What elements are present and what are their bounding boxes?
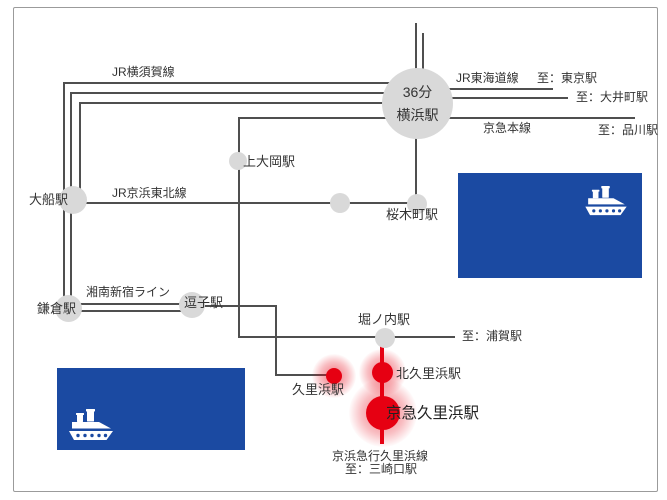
map-border — [13, 7, 658, 492]
line-horinouchi-to-uraga — [238, 336, 455, 338]
station-node-zushi — [179, 292, 205, 318]
hub-travel-time: 36分 — [402, 84, 433, 100]
label-line-jr-tokaido: JR東海道線 — [456, 71, 519, 85]
station-node-kamioka — [229, 152, 247, 170]
line-jr-yokosuka-horizontal — [63, 82, 418, 84]
label-dest-misakiguchi: 至：三崎口駅 — [344, 462, 417, 476]
label-station-kamakura: 鎌倉駅 — [37, 301, 77, 316]
label-station-sakuragicho: 桜木町駅 — [386, 207, 439, 222]
line-kamakura-zushi-upper — [69, 303, 192, 305]
line-inner-horizontal — [79, 102, 418, 104]
label-station-kurihama: 久里浜駅 — [292, 382, 345, 397]
line-to-oimachi — [446, 97, 568, 99]
line-jr-keihintohoku — [73, 202, 417, 204]
line-zushi-corner-vertical — [275, 305, 277, 376]
label-station-kitakurihama: 北久里浜駅 — [396, 366, 462, 381]
line-top-vertical-left — [415, 23, 417, 71]
label-line-jr-yokosuka: JR横須賀線 — [112, 65, 175, 79]
label-station-ofuna: 大船駅 — [29, 192, 69, 207]
line-kamioka-vertical — [238, 117, 240, 338]
yokohama-hub: 36分 横浜駅 — [382, 68, 453, 139]
station-node-kurihama — [326, 368, 342, 384]
station-node-mid-keihintohoku — [330, 193, 350, 213]
label-station-zushi: 逗子駅 — [184, 295, 224, 310]
label-dest-tokyo: 至：東京駅 — [537, 71, 598, 85]
label-station-kamioka: 上大岡駅 — [243, 154, 296, 169]
label-station-horinouchi: 堀ノ内駅 — [358, 312, 411, 327]
hub-station-label: 横浜駅 — [396, 107, 439, 123]
station-node-kamakura — [55, 295, 82, 322]
line-kamakura-zushi-lower — [69, 310, 192, 312]
station-node-sakuragicho — [407, 194, 427, 214]
label-dest-uraga: 至：浦賀駅 — [462, 329, 523, 343]
station-node-horinouchi — [375, 328, 395, 348]
station-node-kitakurihama — [372, 362, 393, 383]
label-line-shonan-shinjuku: 湘南新宿ライン — [86, 285, 171, 299]
line-yokohama-sakuragicho — [415, 135, 417, 204]
line-middle-horizontal — [71, 92, 418, 94]
ferry-icon — [69, 409, 113, 440]
line-top-vertical-right — [422, 33, 424, 71]
line-inner-vertical — [79, 102, 81, 200]
label-dest-shinagawa: 至：品川駅 — [598, 123, 659, 137]
label-station-keikyukurihama: 京急久里浜駅 — [386, 405, 480, 422]
label-line-keikyu-main: 京急本線 — [483, 121, 532, 135]
label-line-keikyu-kurihama: 京浜急行久里浜線 — [331, 449, 428, 463]
station-node-keikyukurihama — [366, 396, 400, 430]
line-jr-tokaido-to-tokyo — [446, 88, 553, 90]
station-node-ofuna — [59, 186, 87, 214]
ferry-icon — [585, 186, 627, 216]
line-to-kurihama — [275, 374, 335, 376]
label-line-jr-keihintohoku: JR京浜東北線 — [112, 186, 187, 200]
photo-block-right — [458, 173, 642, 278]
label-dest-oimachi: 至：大井町駅 — [576, 90, 649, 104]
photo-block-left — [57, 368, 245, 450]
